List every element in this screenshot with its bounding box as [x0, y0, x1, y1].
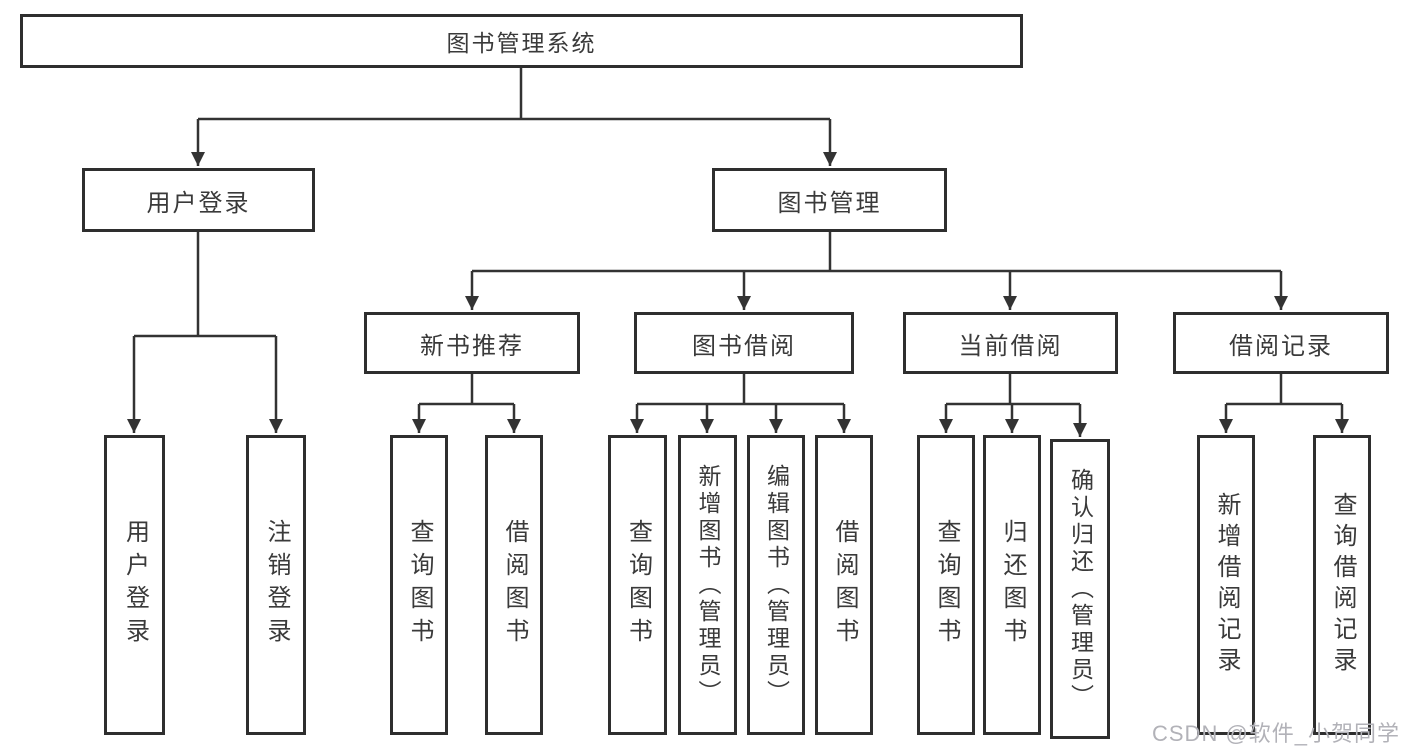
- node-user-login: 用户登录: [82, 168, 315, 232]
- node-new-book-recommend: 新书推荐: [364, 312, 580, 374]
- leaf-confirm-return-admin: 确认归还（管理员）: [1050, 439, 1110, 739]
- leaf-query-books-current: 查询图书: [917, 435, 975, 735]
- leaf-query-borrow-record: 查询借阅记录: [1313, 435, 1371, 735]
- leaf-add-books-admin: 新增图书（管理员）: [678, 435, 737, 735]
- leaf-borrow-books: 借阅图书: [815, 435, 873, 735]
- csdn-watermark: CSDN @软件_小贺同学: [1152, 721, 1401, 746]
- leaf-return-books: 归还图书: [983, 435, 1041, 735]
- leaf-user-login: 用户登录: [104, 435, 165, 735]
- node-current-borrow: 当前借阅: [903, 312, 1118, 374]
- leaf-add-borrow-record: 新增借阅记录: [1197, 435, 1255, 735]
- node-book-borrow: 图书借阅: [634, 312, 854, 374]
- leaf-edit-books-admin: 编辑图书（管理员）: [747, 435, 805, 735]
- node-borrow-records: 借阅记录: [1173, 312, 1389, 374]
- leaf-borrow-books-newbooks: 借阅图书: [485, 435, 543, 735]
- node-root: 图书管理系统: [20, 14, 1023, 68]
- leaf-logout: 注销登录: [246, 435, 306, 735]
- node-book-management: 图书管理: [712, 168, 947, 232]
- leaf-query-books-borrow: 查询图书: [608, 435, 667, 735]
- leaf-query-books-newbooks: 查询图书: [390, 435, 448, 735]
